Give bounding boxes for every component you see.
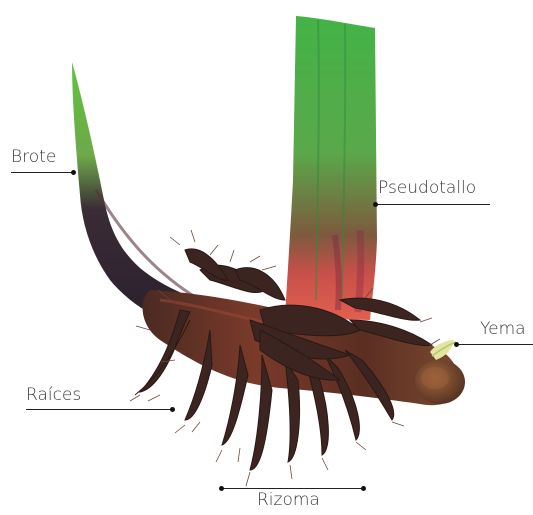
leader-dot-rizoma-left [219, 486, 224, 491]
label-brote: Brote [11, 147, 56, 167]
leader-line-pseudotallo [376, 204, 490, 205]
leader-dot-raices [170, 407, 175, 412]
label-yema: Yema [480, 319, 526, 339]
label-rizoma: Rizoma [257, 490, 320, 510]
pseudostem-shape [285, 16, 377, 320]
leader-dot-rizoma-right [361, 486, 366, 491]
leader-dot-brote [71, 170, 76, 175]
shoot-shape [72, 62, 215, 330]
leader-line-raices [26, 409, 172, 410]
leader-dot-yema [454, 342, 459, 347]
label-raices: Raíces [26, 385, 81, 405]
leader-dot-pseudotallo [373, 202, 378, 207]
leader-line-yema [457, 344, 533, 345]
label-pseudotallo: Pseudotallo [378, 178, 476, 198]
leader-line-rizoma [221, 488, 364, 489]
leader-line-brote [11, 172, 73, 173]
